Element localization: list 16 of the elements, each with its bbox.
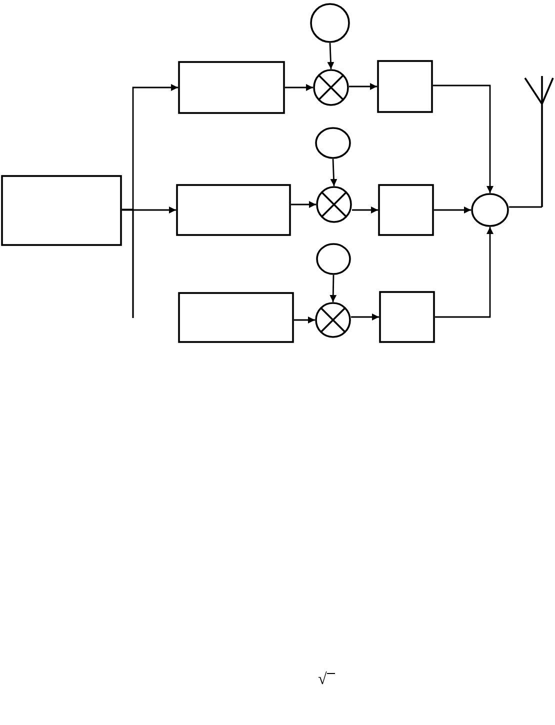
arrow (330, 274, 337, 302)
arrow (122, 84, 178, 210)
connector-line (509, 206, 543, 208)
arrow (122, 206, 176, 214)
arrow (434, 206, 471, 214)
arrow (330, 158, 338, 186)
arrow (352, 206, 378, 214)
arrow (294, 316, 315, 324)
arrow (349, 83, 377, 90)
arrow (291, 201, 316, 208)
arrow (351, 314, 379, 320)
arrow (435, 227, 494, 318)
radical-sign: √ (318, 671, 335, 688)
arrow (285, 84, 313, 91)
arrow (433, 84, 494, 193)
arrow (327, 42, 334, 70)
